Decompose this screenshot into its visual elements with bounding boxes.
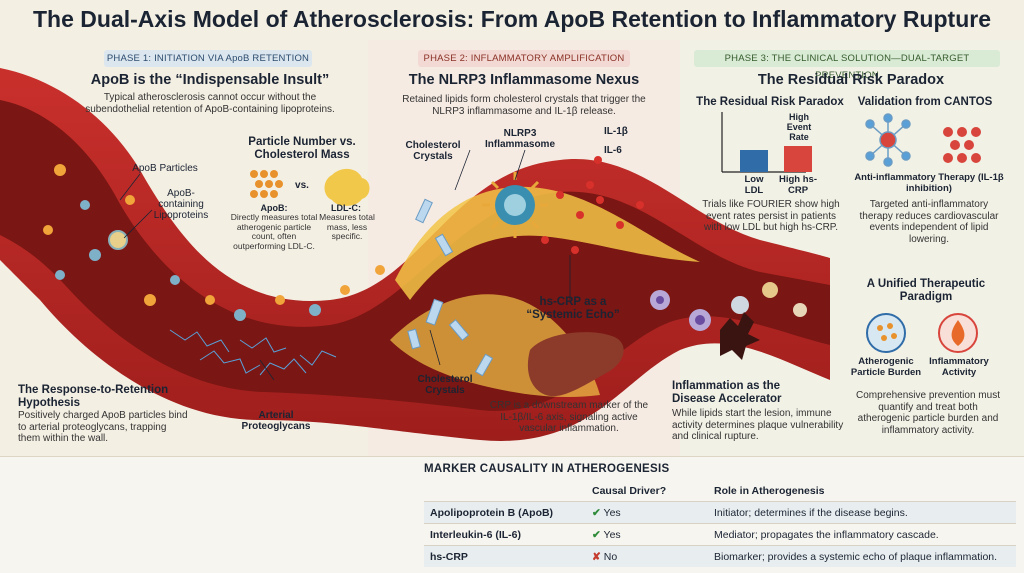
role-cell: Mediator; propagates the inflammatory ca… xyxy=(708,523,1016,546)
apob-measure-title: ApoB: xyxy=(260,203,288,213)
lipid-plaque xyxy=(395,186,700,300)
phase3-tag: PHASE 3: THE CLINICAL SOLUTION—DUAL-TARG… xyxy=(694,50,1000,81)
marker-causality-table: Causal Driver? Role in Atherogenesis Apo… xyxy=(424,481,1016,567)
cross-icon: ✘ xyxy=(592,550,601,563)
residual-risk-subheading: The Residual Risk Paradox xyxy=(696,96,844,108)
check-icon: ✔ xyxy=(592,506,601,519)
phase1-text: Typical atherosclerosis cannot occur wit… xyxy=(85,92,335,115)
residual-risk-bar-chart xyxy=(721,112,812,173)
il6-label: IL-6 xyxy=(604,145,622,156)
inflammatory-activity-icon xyxy=(938,313,978,353)
check-icon: ✔ xyxy=(592,528,601,541)
table-title: MARKER CAUSALITY IN ATHEROGENESIS xyxy=(424,463,670,475)
phase1-tag: PHASE 1: INITIATION VIA ApoB RETENTION xyxy=(104,50,312,67)
phase1-heading: ApoB is the “Indispensable Insult” xyxy=(90,72,330,88)
unified-text: Comprehensive prevention must quantify a… xyxy=(856,390,1000,436)
ldl-measure-text: Measures total mass, less specific. xyxy=(319,212,375,241)
artery-lumen xyxy=(0,100,830,411)
cantos-molecule-icon xyxy=(865,113,911,167)
accelerator-heading: Inflammation as the Disease Accelerator xyxy=(672,380,782,405)
marker-cell: Interleukin-6 (IL-6) xyxy=(424,523,586,546)
apob-lipoproteins-label: ApoB-containing Lipoproteins xyxy=(153,188,209,221)
phase2-text: Retained lipids form cholesterol crystal… xyxy=(402,94,646,117)
cholesterol-crystals xyxy=(407,198,494,377)
apob-particles-label: ApoB Particles xyxy=(132,163,198,174)
nlrp3-inflammasome-graphic xyxy=(482,172,548,238)
accelerator-text: While lipids start the lesion, immune ac… xyxy=(672,408,844,442)
causal-cell: ✔ Yes xyxy=(586,501,708,524)
ldl-measure-title: LDL-C: xyxy=(331,203,361,213)
apob-particle-count-icon xyxy=(250,170,283,198)
page-title: The Dual-Axis Model of Atherosclerosis: … xyxy=(33,6,991,32)
particle-burden-icon xyxy=(866,313,906,353)
role-cell: Initiator; determines if the disease beg… xyxy=(708,501,1016,524)
ldl-mass-icon xyxy=(324,168,370,206)
marker-cell: Apolipoprotein B (ApoB) xyxy=(424,501,586,524)
phase2-heading: The NLRP3 Inflammasome Nexus xyxy=(408,72,640,88)
immune-cells xyxy=(650,282,807,331)
liver-icon xyxy=(527,332,624,397)
phase2-tag: PHASE 2: INFLAMMATORY AMPLIFICATION xyxy=(418,50,630,67)
header-role: Role in Atherogenesis xyxy=(714,485,825,497)
response-retention-heading: The Response-to-Retention Hypothesis xyxy=(18,384,169,409)
table-row: Interleukin-6 (IL-6) ✔ Yes Mediator; pro… xyxy=(424,523,1016,546)
anti-inflammatory-text: Targeted anti-inflammatory therapy reduc… xyxy=(859,199,999,245)
causal-value: No xyxy=(603,550,618,563)
vs-label: vs. xyxy=(295,180,309,191)
table-row: Apolipoprotein B (ApoB) ✔ Yes Initiator;… xyxy=(424,501,1016,524)
activity-label: Inflammatory Activity xyxy=(929,356,989,378)
role-cell: Biomarker; provides a systemic echo of p… xyxy=(708,545,1016,567)
bar-category-low-ldl: Low LDL xyxy=(744,174,764,196)
crystals-label: Cholesterol Crystals xyxy=(405,140,461,162)
marker-cell: hs-CRP xyxy=(424,545,586,567)
nlrp3-label: NLRP3 Inflammasome xyxy=(484,128,556,150)
bar-low-ldl xyxy=(740,150,768,172)
causal-value: Yes xyxy=(603,528,621,541)
table-row: hs-CRP ✘ No Biomarker; provides a system… xyxy=(424,545,1016,567)
cantos-subheading: Validation from CANTOS xyxy=(857,96,993,108)
il1b-label: IL-1β xyxy=(604,126,628,137)
bar-category-high-hscrp: High hs-CRP xyxy=(779,174,817,196)
callout-lines xyxy=(119,149,571,381)
causal-cell: ✘ No xyxy=(586,545,708,567)
hscrp-text: CRP is a downstream marker of the IL-1β/… xyxy=(489,400,649,434)
table-header-row: Causal Driver? Role in Atherogenesis xyxy=(424,481,1016,502)
causal-cell: ✔ Yes xyxy=(586,523,708,546)
header-marker xyxy=(424,481,586,502)
anti-inflammatory-title: Anti-inflammatory Therapy (IL-1β inhibit… xyxy=(854,172,1004,194)
phase3-heading: The Residual Risk Paradox xyxy=(757,72,945,88)
causal-value: Yes xyxy=(603,506,621,519)
unified-heading: A Unified Therapeutic Paradigm xyxy=(866,278,986,303)
bar-high-hscrp xyxy=(784,146,812,172)
proteoglycans-label: Arterial Proteoglycans xyxy=(241,410,311,432)
cytokine-particles xyxy=(541,156,644,254)
cytokine-cluster-icon xyxy=(943,127,981,163)
burden-label: Atherogenic Particle Burden xyxy=(850,356,922,378)
apob-particles xyxy=(43,164,385,321)
proteoglycan-mesh xyxy=(169,329,337,376)
hscrp-heading: hs-CRP as a “Systemic Echo” xyxy=(526,296,620,321)
trials-text: Trials like FOURIER show high event rate… xyxy=(702,199,840,233)
bar-high-label: High Event Rate xyxy=(786,112,812,142)
header-causal: Causal Driver? xyxy=(592,485,667,497)
response-retention-text: Positively charged ApoB particles bind t… xyxy=(18,410,188,444)
apob-measure-text: Directly measures total atherogenic part… xyxy=(230,212,318,251)
particle-number-heading: Particle Number vs. Cholesterol Mass xyxy=(248,136,356,161)
crystals-label-2: Cholesterol Crystals xyxy=(417,374,473,396)
plaque-rupture xyxy=(720,312,760,360)
